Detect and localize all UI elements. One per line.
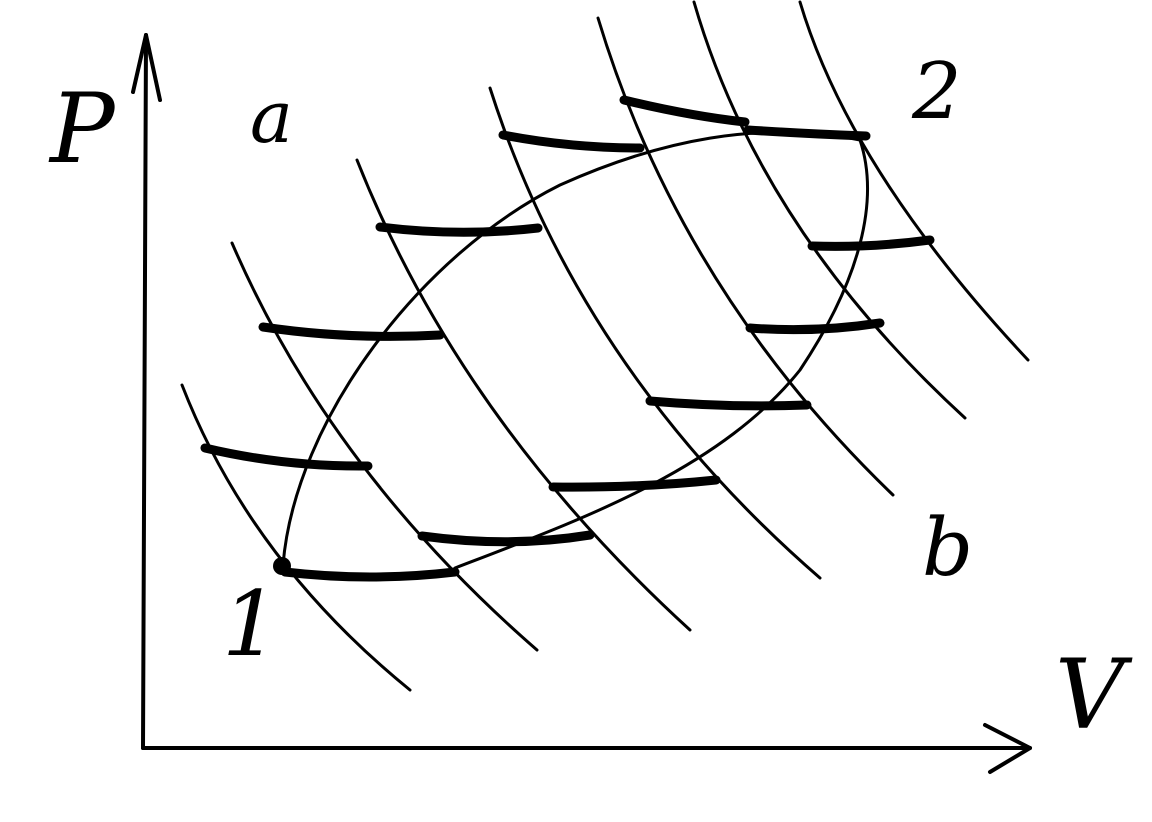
p-axis-arrowhead — [131, 33, 162, 102]
v-axis-label: V — [1055, 639, 1133, 751]
state-1-point — [273, 557, 291, 575]
step-segment — [743, 125, 871, 141]
axes — [131, 33, 1032, 774]
step-segment — [619, 95, 750, 127]
isotherm-curve — [180, 383, 412, 692]
p-axis-line — [141, 33, 148, 750]
step-segment — [807, 235, 935, 251]
path-b-label: b — [922, 501, 973, 594]
isotherms — [180, 0, 1030, 692]
isotherm-curve — [488, 86, 822, 580]
step-segment — [280, 567, 460, 582]
path-a-label: a — [250, 75, 293, 159]
p-axis-label: P — [48, 73, 116, 185]
isotherm-curve — [596, 16, 895, 497]
isobaric-steps — [200, 95, 935, 582]
step-segment — [498, 130, 645, 153]
step-segment — [200, 443, 373, 471]
labels: P V a b 1 2 — [48, 47, 1133, 751]
isotherm-curve — [692, 0, 967, 420]
step-segment — [645, 396, 812, 411]
v-axis-arrowhead — [983, 723, 1032, 774]
path-b-curve — [453, 138, 869, 570]
path-a-curve — [281, 130, 862, 567]
step-segment — [417, 530, 595, 547]
step-segment — [375, 222, 543, 237]
state-1-label: 1 — [222, 572, 279, 677]
isotherm-curve — [230, 241, 539, 652]
step-segment — [548, 475, 721, 492]
step-segment — [745, 318, 885, 335]
step-segment — [258, 322, 445, 341]
isotherm-curve — [798, 0, 1030, 362]
state-2-label: 2 — [911, 47, 962, 137]
